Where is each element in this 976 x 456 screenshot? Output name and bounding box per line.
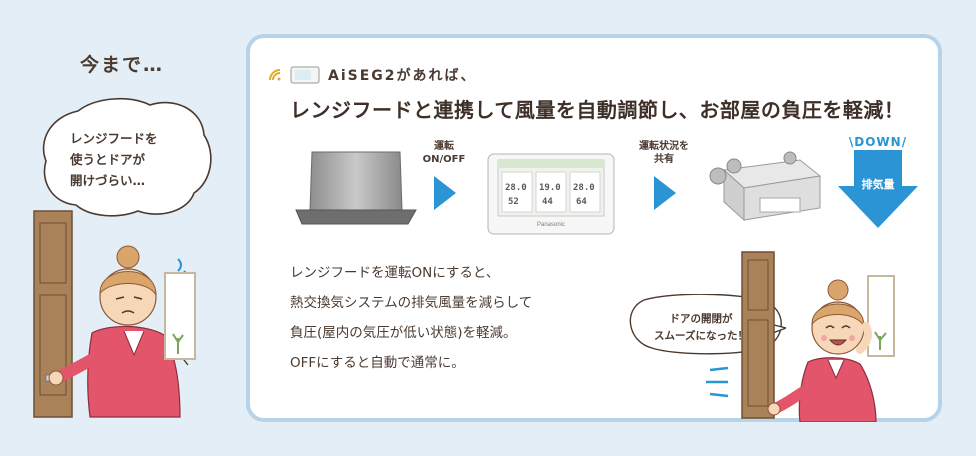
window-left	[164, 272, 196, 360]
step-label-line: 運転状況を	[639, 141, 689, 152]
after-bubble-text: ドアの開閉が スムーズになった！	[632, 311, 770, 345]
struggling-woman-illustration	[33, 210, 195, 418]
after-bubble-line: ドアの開閉が	[669, 313, 733, 325]
screen-hum-2: 44	[542, 197, 553, 207]
step-label-line: ON/OFF	[422, 154, 466, 165]
aiseg-device-icon	[290, 66, 320, 84]
plant-icon	[172, 333, 184, 354]
description-line: OFFにすると自動で通常に。	[290, 355, 465, 371]
door-right	[741, 251, 775, 419]
step-label-line: 運転	[434, 141, 454, 152]
range-hood-image	[295, 151, 417, 225]
description-text: レンジフードを運転ONにすると、 熱交換気システムの排気風量を減らして 負圧(屋…	[290, 258, 532, 378]
arrow-right-icon	[434, 176, 456, 210]
step-label-share: 運転状況を 共有	[628, 140, 700, 166]
screen-hum-3: 64	[576, 197, 587, 207]
step-label-onoff: 運転 ON/OFF	[414, 140, 474, 166]
exhaust-label: 排気量	[861, 178, 895, 191]
before-title: 今まで…	[80, 54, 165, 76]
panel-headline: レンジフードと連携して風量を自動調節し、お部屋の負圧を軽減！	[290, 98, 905, 122]
screen-temp-1: 28.0	[505, 183, 527, 193]
thought-bubble-before	[42, 97, 212, 217]
description-line: 負圧(屋内の気圧が低い状態)を軽減。	[290, 325, 517, 341]
aiseg-row: AiSEG2があれば、	[268, 64, 477, 86]
step-label-line: 共有	[654, 154, 674, 165]
before-bubble-line: 開けづらい…	[70, 173, 146, 188]
after-bubble-line: スムーズになった！	[654, 330, 748, 342]
arrow-right-icon	[654, 176, 676, 210]
screen-temp-2: 19.0	[539, 183, 561, 193]
description-line: レンジフードを運転ONにすると、	[290, 265, 500, 281]
ventilation-unit-image	[709, 151, 822, 222]
happy-woman-illustration	[706, 251, 895, 422]
description-line: 熱交換気システムの排気風量を減らして	[290, 295, 533, 311]
before-bubble-text: レンジフードを 使うとドアが 開けづらい…	[70, 128, 200, 191]
monitor-brand: Panasonic	[537, 222, 565, 228]
aiseg-label: AiSEG2があれば、	[328, 68, 477, 84]
before-bubble-line: 使うとドアが	[70, 152, 146, 167]
down-label: \DOWN/	[848, 135, 908, 149]
down-label-text: DOWN	[854, 135, 902, 149]
before-bubble-line: レンジフードを	[70, 131, 158, 146]
aiseg-monitor-image: 28.0 19.0 28.0 52 44 64 Panasonic	[487, 153, 615, 235]
screen-temp-3: 28.0	[573, 183, 595, 193]
exhaust-down-arrow-icon	[838, 150, 918, 228]
screen-hum-1: 52	[508, 197, 519, 207]
wifi-icon	[269, 69, 281, 81]
